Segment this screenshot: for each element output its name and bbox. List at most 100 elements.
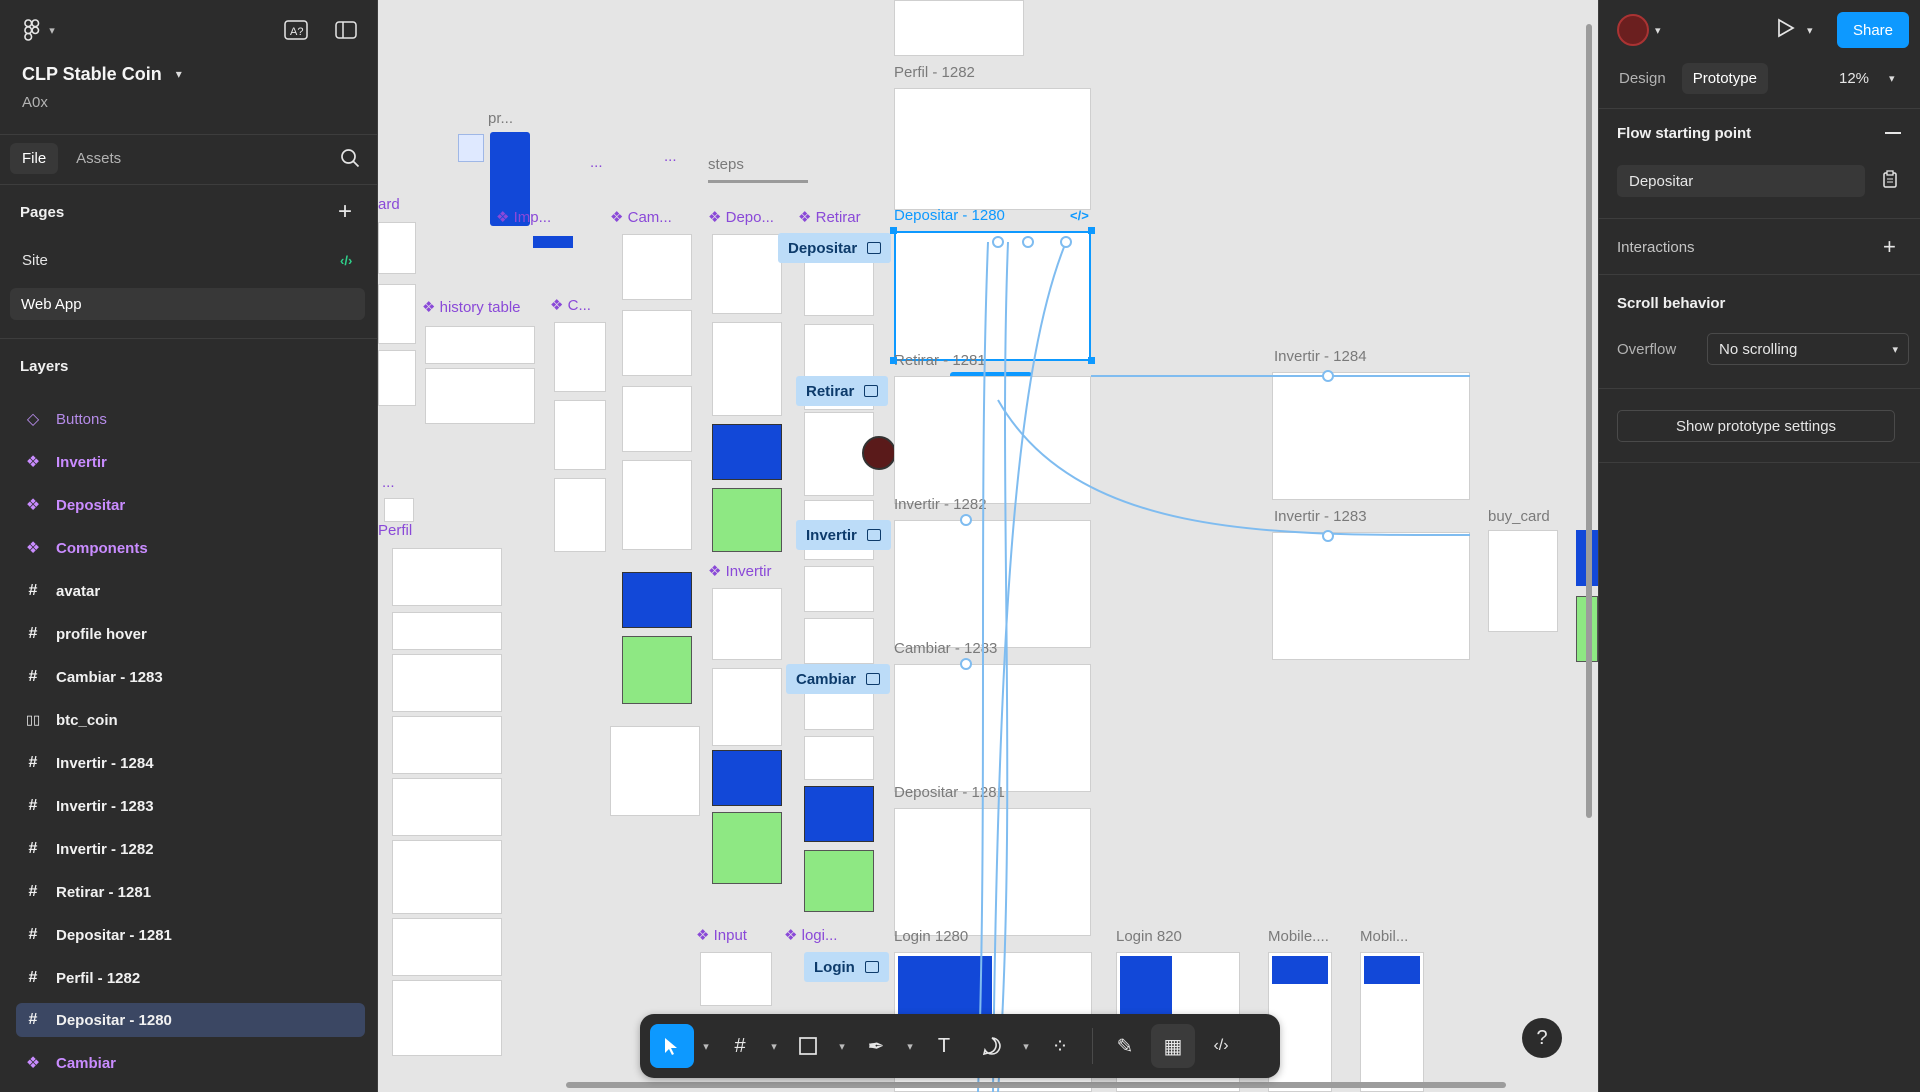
flow-start-value[interactable]: Depositar: [1617, 165, 1865, 197]
green-card[interactable]: [712, 488, 782, 552]
component-thumb[interactable]: [533, 236, 573, 248]
frame-invertir-1283[interactable]: [1272, 532, 1470, 660]
clipboard-icon[interactable]: [1883, 169, 1897, 193]
layer-item[interactable]: ❖Depositar: [16, 488, 365, 522]
component-thumb[interactable]: [554, 400, 606, 470]
layer-item[interactable]: ◇Buttons: [16, 402, 365, 436]
tab-prototype[interactable]: Prototype: [1681, 62, 1768, 94]
depositar-thumb[interactable]: [712, 322, 782, 416]
ai-icon[interactable]: A?: [282, 18, 310, 42]
success-card[interactable]: [622, 572, 692, 628]
history-table-thumb[interactable]: [425, 326, 535, 364]
overflow-select[interactable]: No scrolling ▾: [1707, 333, 1909, 365]
perfil-thumb[interactable]: [392, 840, 502, 914]
layer-item[interactable]: #profile hover: [16, 617, 365, 651]
resources-tool-icon[interactable]: ⁘: [1051, 1035, 1069, 1058]
rectangle-tool-icon[interactable]: [786, 1024, 830, 1068]
frame-depositar-1281[interactable]: [894, 808, 1091, 936]
perfil-thumb[interactable]: [392, 612, 502, 650]
add-interaction-icon[interactable]: +: [1883, 234, 1896, 259]
component-thumb[interactable]: [554, 478, 606, 552]
frame-cambiar-1283[interactable]: [894, 664, 1091, 792]
layer-item[interactable]: #Invertir - 1284: [16, 746, 365, 780]
perfil-thumb[interactable]: [392, 548, 502, 606]
invertir-thumb[interactable]: [712, 668, 782, 746]
buy-card-thumb[interactable]: [1488, 530, 1558, 632]
frame-thumb[interactable]: [378, 222, 416, 274]
chevron-down-icon[interactable]: ▾: [839, 1040, 845, 1053]
phone-thumb[interactable]: [490, 132, 530, 226]
show-prototype-settings-button[interactable]: Show prototype settings: [1617, 410, 1895, 442]
minus-icon[interactable]: [1885, 132, 1901, 134]
panel-toggle-icon[interactable]: [332, 18, 360, 42]
file-title[interactable]: CLP Stable Coin: [22, 63, 162, 84]
page-item-site[interactable]: Site ‹/›: [0, 246, 377, 274]
search-card[interactable]: [804, 786, 874, 842]
design-mode-icon[interactable]: ▦: [1151, 1024, 1195, 1068]
chevron-down-icon[interactable]: ▾: [1889, 72, 1895, 85]
flow-badge-login[interactable]: Login: [804, 952, 889, 982]
code-badge[interactable]: </>: [1070, 208, 1089, 223]
invertir-thumb[interactable]: [712, 588, 782, 660]
chart-card[interactable]: [712, 750, 782, 806]
perfil-thumb[interactable]: [392, 980, 502, 1056]
history-empty-thumb[interactable]: [425, 368, 535, 424]
frame-tool-icon[interactable]: #: [734, 1034, 746, 1057]
flow-badge-invertir[interactable]: Invertir: [796, 520, 891, 550]
help-button[interactable]: ?: [1522, 1018, 1562, 1058]
layer-item[interactable]: #Depositar - 1281: [16, 918, 365, 952]
cambiar-thumb[interactable]: [622, 460, 692, 550]
layer-item[interactable]: ▯▯btc_coin: [16, 703, 365, 737]
perfil-thumb[interactable]: [392, 716, 502, 774]
zoom-level[interactable]: 12%: [1839, 69, 1870, 87]
chevron-down-icon[interactable]: ▾: [703, 1040, 709, 1053]
component-thumb[interactable]: [554, 322, 606, 392]
frame-thumb[interactable]: [378, 350, 416, 406]
vertical-scrollbar[interactable]: [1586, 24, 1592, 818]
green-card[interactable]: [712, 812, 782, 884]
green-card[interactable]: [804, 850, 874, 912]
flow-badge-depositar[interactable]: Depositar: [778, 233, 892, 263]
layer-item[interactable]: #Perfil - 1282: [16, 961, 365, 995]
retirar-thumb[interactable]: [804, 736, 874, 780]
input-thumb[interactable]: [700, 952, 772, 1006]
perfil-thumb[interactable]: [392, 654, 502, 712]
chevron-down-icon[interactable]: ▾: [49, 24, 55, 37]
figma-logo-icon[interactable]: [20, 18, 44, 42]
comment-tool-icon[interactable]: [970, 1024, 1014, 1068]
layer-item[interactable]: #Invertir - 1283: [16, 789, 365, 823]
frame-perfil-1282[interactable]: [894, 88, 1091, 210]
pen-tool-icon[interactable]: ✒: [867, 1035, 885, 1058]
cambiar-thumb[interactable]: [622, 234, 692, 300]
chevron-down-icon[interactable]: ▾: [1807, 24, 1813, 37]
login-thumb[interactable]: [610, 726, 700, 816]
frame-depositar-1280-selected[interactable]: [894, 231, 1091, 361]
search-card[interactable]: [712, 424, 782, 480]
move-tool-icon[interactable]: [650, 1024, 694, 1068]
chevron-down-icon[interactable]: ▾: [771, 1040, 777, 1053]
flow-badge-cambiar[interactable]: Cambiar: [786, 664, 891, 694]
chevron-down-icon[interactable]: ▾: [1655, 24, 1661, 37]
present-play-icon[interactable]: [1777, 18, 1795, 43]
text-tool-icon[interactable]: T: [937, 1034, 951, 1057]
layer-item[interactable]: #Invertir - 1282: [16, 832, 365, 866]
depositar-thumb[interactable]: [712, 234, 782, 314]
layer-item[interactable]: ❖Components: [16, 531, 365, 565]
canvas[interactable]: ard pr... ❖ Imp... ... ... ... steps ❖ h…: [378, 0, 1598, 1092]
chevron-down-icon[interactable]: ▾: [1023, 1040, 1029, 1053]
prototype-icon[interactable]: [458, 134, 484, 162]
layer-item[interactable]: #avatar: [16, 574, 365, 608]
user-avatar[interactable]: [1617, 14, 1649, 46]
perfil-thumb[interactable]: [392, 918, 502, 976]
dev-mode-icon[interactable]: ‹/›: [1213, 1037, 1229, 1054]
search-icon[interactable]: [338, 146, 362, 170]
layer-item[interactable]: ❖Invertir: [16, 445, 365, 479]
retirar-thumb[interactable]: [804, 618, 874, 664]
file-title-row[interactable]: CLP Stable Coin ▾: [0, 60, 377, 88]
retirar-thumb[interactable]: [804, 254, 874, 316]
frame-invertir-1282[interactable]: [894, 520, 1091, 648]
tab-design[interactable]: Design: [1619, 69, 1666, 87]
retirar-thumb[interactable]: [804, 566, 874, 612]
perfil-thumb[interactable]: [392, 778, 502, 836]
cambiar-thumb[interactable]: [622, 310, 692, 376]
